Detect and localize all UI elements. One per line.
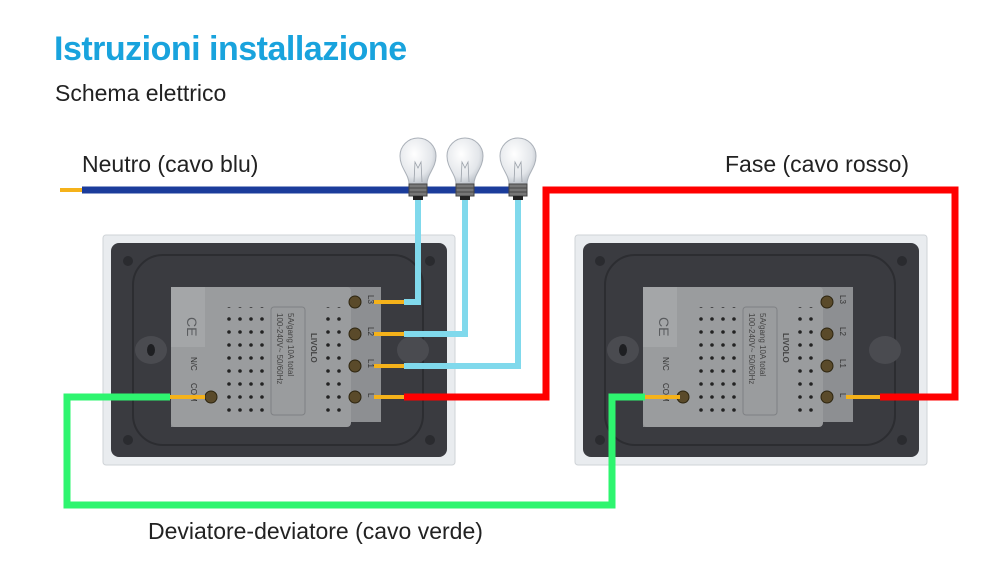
- terminal-label: L3: [366, 295, 375, 304]
- module-rating-2: 5A/gang 10A total: [758, 313, 767, 376]
- right-switch: CE 100-240V~ 50/60Hz 5A/gang 10A total L…: [574, 234, 928, 466]
- terminal-label: L2: [366, 327, 375, 336]
- ce-mark-icon: CE: [184, 317, 200, 336]
- terminal-label: L: [366, 393, 375, 398]
- ce-mark-icon: CE: [656, 317, 672, 336]
- traveler-wire: [63, 393, 645, 509]
- module-rating-2: 5A/gang 10A total: [286, 313, 295, 376]
- terminal-label: COM: [189, 383, 198, 402]
- phase-wire: [404, 186, 959, 401]
- terminal-label: L: [838, 393, 847, 398]
- neutral-wire-label: Neutro (cavo blu): [82, 151, 259, 177]
- terminal-label: N/C: [189, 357, 198, 371]
- terminal-label: COM: [661, 383, 670, 402]
- left-switch: CE 100-240V~ 50/60Hz 5A/gang 10A total L…: [102, 234, 456, 466]
- terminal-label: L2: [838, 327, 847, 336]
- lamp-wires: [404, 200, 521, 369]
- terminal-leads: [170, 300, 880, 399]
- terminal-label: N/C: [661, 357, 670, 371]
- module-rating-1: 100-240V~ 50/60Hz: [275, 313, 284, 384]
- page-subtitle: Schema elettrico: [55, 80, 227, 106]
- terminal-label: L3: [838, 295, 847, 304]
- module-rating-1: 100-240V~ 50/60Hz: [747, 313, 756, 384]
- terminal-label: L1: [838, 359, 847, 368]
- page-title: Istruzioni installazione: [54, 30, 407, 68]
- module-brand: LIVOLO: [309, 333, 318, 363]
- module-brand: LIVOLO: [781, 333, 790, 363]
- traveler-wire-label: Deviatore-deviatore (cavo verde): [148, 518, 483, 544]
- terminal-label: L1: [366, 359, 375, 368]
- phase-wire-label: Fase (cavo rosso): [725, 151, 910, 177]
